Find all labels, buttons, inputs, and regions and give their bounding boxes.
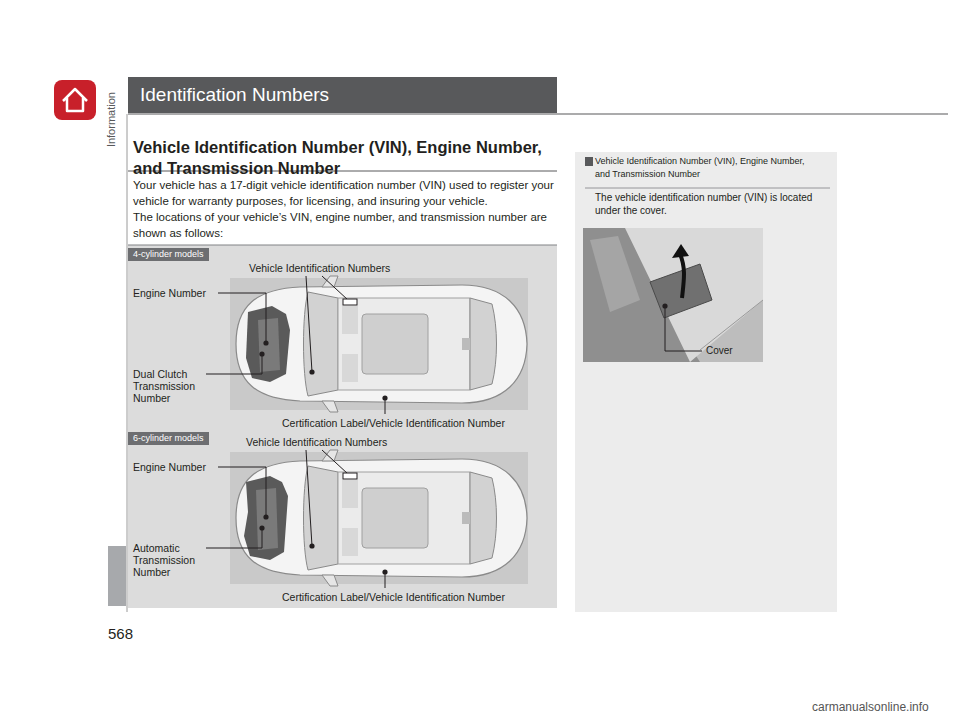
- tag-text: 6-cylinder models: [133, 433, 204, 444]
- title-bar: [128, 77, 557, 113]
- model-tag: 6-cylinder models: [128, 432, 209, 445]
- note-heading: Vehicle Identification Number (VIN), Eng…: [595, 155, 821, 181]
- note-rule: [585, 188, 830, 189]
- sill-photo: [583, 228, 763, 362]
- note-box: Vehicle Identification Number (VIN), Eng…: [575, 152, 837, 612]
- margin-rule: [127, 114, 128, 612]
- leader-line: [206, 354, 262, 374]
- section-name: Information: [104, 92, 117, 147]
- watermark: carmanualsonline.info: [812, 700, 929, 714]
- model-tag: 4-cylinder models: [128, 248, 209, 261]
- leader-dot: [263, 340, 268, 345]
- page-number: 568: [108, 625, 133, 643]
- vin-plate: [343, 473, 357, 479]
- leader-dot: [309, 543, 314, 548]
- leader-dot: [382, 395, 387, 400]
- section-tab: [108, 546, 126, 606]
- leader-line: [218, 467, 266, 517]
- part-label: Vehicle Identification Numbers: [249, 262, 390, 275]
- part-label: Engine Number: [133, 461, 206, 474]
- part-label: Dual Clutch Transmission Number: [133, 368, 205, 404]
- leader-dot: [309, 369, 314, 374]
- note-body: The vehicle identification number (VIN) …: [595, 191, 821, 217]
- leader-line: [218, 293, 266, 343]
- car-top-view: [230, 450, 528, 586]
- figure-rule: [128, 245, 557, 246]
- part-label: Automatic Transmission Number: [133, 542, 205, 578]
- body-text: Your vehicle has a 17-digit vehicle iden…: [133, 177, 561, 209]
- page-title: Identification Numbers: [140, 84, 329, 107]
- section-heading: Vehicle Identification Number (VIN), Eng…: [133, 137, 561, 179]
- home-icon: [54, 80, 96, 120]
- part-label: Engine Number: [133, 287, 206, 300]
- title-rule: [128, 113, 948, 114]
- leader-dot: [259, 525, 264, 530]
- leader-dot: [259, 351, 264, 356]
- leader-line: [665, 306, 702, 351]
- part-label: Certification Label/Vehicle Identificati…: [282, 417, 505, 430]
- leader-dot: [662, 303, 667, 308]
- reference-icon: [585, 157, 593, 166]
- leader-dot: [263, 514, 268, 519]
- leader-line: [322, 276, 348, 300]
- car-top-view: [230, 276, 528, 412]
- note-panel: [575, 152, 837, 612]
- tag-text: 4-cylinder models: [133, 249, 204, 260]
- leader-line: [322, 450, 348, 474]
- part-label: Vehicle Identification Numbers: [246, 436, 387, 449]
- part-label: Cover: [706, 345, 733, 357]
- leader-line: [306, 276, 312, 372]
- body-text: The locations of your vehicle’s VIN, eng…: [133, 209, 561, 241]
- figure-panel: [128, 245, 557, 608]
- leader-line: [306, 450, 312, 546]
- vin-plate: [343, 299, 357, 305]
- part-label: Certification Label/Vehicle Identificati…: [282, 591, 505, 604]
- leader-line: [206, 528, 262, 548]
- leader-dot: [382, 569, 387, 574]
